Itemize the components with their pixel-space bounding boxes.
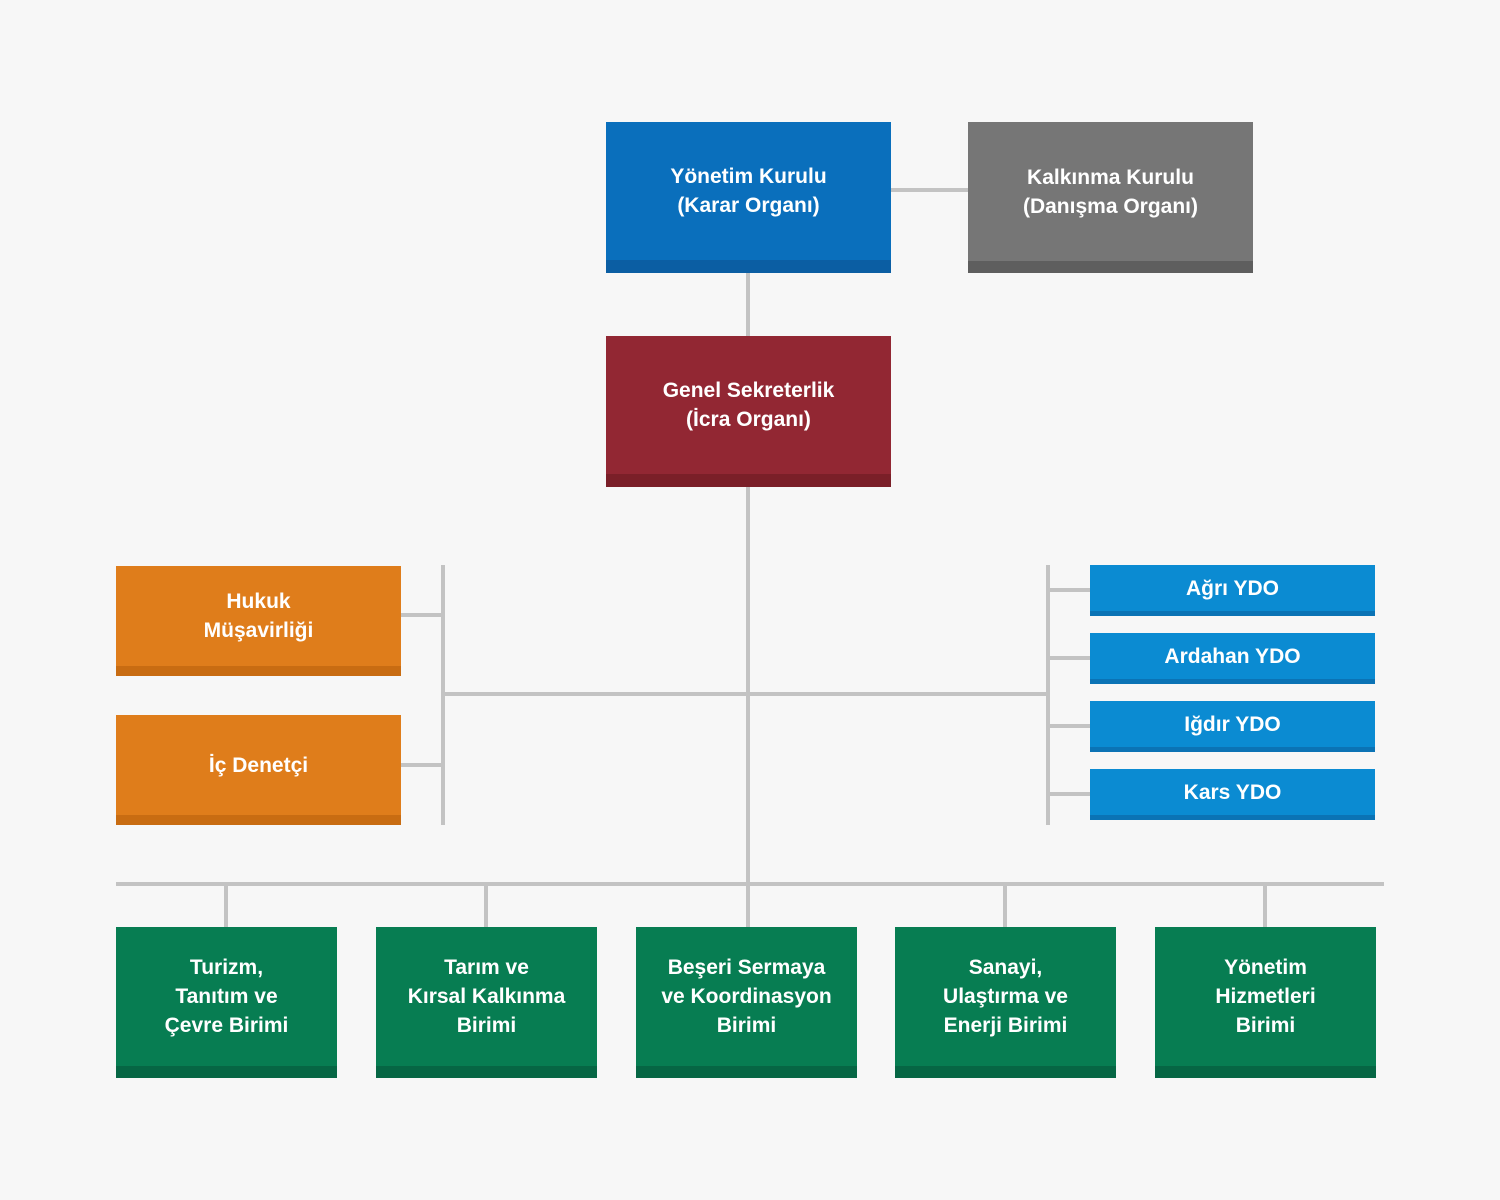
office-label: Kars YDO bbox=[1183, 780, 1282, 804]
unit-box: Yönetim Hizmetleri Birimi bbox=[1155, 927, 1376, 1078]
unit-box: Turizm, Tanıtım ve Çevre Birimi bbox=[116, 927, 337, 1078]
unit-label: Sanayi, Ulaştırma ve Enerji Birimi bbox=[943, 956, 1068, 1037]
secretariat-label: Genel Sekreterlik (İcra Organı) bbox=[662, 379, 835, 431]
connector-office-4 bbox=[1048, 792, 1091, 796]
unit-label: Yönetim Hizmetleri Birimi bbox=[1215, 956, 1316, 1037]
secretariat-box: Genel Sekreterlik (İcra Organı) bbox=[606, 336, 891, 487]
unit-box: Sanayi, Ulaştırma ve Enerji Birimi bbox=[895, 927, 1116, 1078]
unit-label: Tarım ve Kırsal Kalkınma Birimi bbox=[407, 956, 566, 1037]
council-label: Kalkınma Kurulu (Danışma Organı) bbox=[1022, 165, 1199, 218]
connector-legal bbox=[400, 613, 443, 617]
connector-board-council bbox=[890, 188, 968, 192]
board-label: Yönetim Kurulu (Karar Organı) bbox=[670, 165, 827, 217]
connector-office-3 bbox=[1048, 724, 1091, 728]
connector-main-vertical bbox=[746, 486, 750, 928]
connector-staff-bracket bbox=[441, 565, 445, 825]
legal-counsel-label: Hukuk Müşavirliği bbox=[203, 590, 314, 642]
connector-unit-4 bbox=[1003, 884, 1007, 928]
legal-counsel-box: Hukuk Müşavirliği bbox=[116, 566, 401, 676]
board-box: Yönetim Kurulu (Karar Organı) bbox=[606, 122, 891, 273]
office-box: Ardahan YDO bbox=[1090, 633, 1375, 684]
office-box: Iğdır YDO bbox=[1090, 701, 1375, 752]
unit-box: Tarım ve Kırsal Kalkınma Birimi bbox=[376, 927, 597, 1078]
connector-unit-3 bbox=[746, 884, 750, 928]
office-label: Ardahan YDO bbox=[1164, 644, 1301, 668]
office-label: Iğdır YDO bbox=[1184, 712, 1281, 736]
connector-board-secretariat bbox=[746, 272, 750, 336]
connector-unit-1 bbox=[224, 884, 228, 928]
internal-auditor-box: İç Denetçi bbox=[116, 715, 401, 825]
connector-unit-5 bbox=[1263, 884, 1267, 928]
office-label: Ağrı YDO bbox=[1186, 576, 1279, 600]
office-box: Ağrı YDO bbox=[1090, 565, 1375, 616]
office-box: Kars YDO bbox=[1090, 769, 1375, 820]
internal-auditor-label: İç Denetçi bbox=[208, 753, 309, 777]
council-box: Kalkınma Kurulu (Danışma Organı) bbox=[968, 122, 1253, 273]
connector-office-2 bbox=[1048, 656, 1091, 660]
connector-offices-bracket bbox=[1046, 565, 1050, 825]
connector-units-horizontal bbox=[116, 882, 1384, 886]
connector-auditor bbox=[400, 763, 443, 767]
connector-office-1 bbox=[1048, 588, 1091, 592]
connector-staff-horizontal bbox=[442, 692, 1050, 696]
connector-unit-2 bbox=[484, 884, 488, 928]
unit-label: Beşeri Sermaya ve Koordinasyon Birimi bbox=[661, 956, 832, 1037]
unit-label: Turizm, Tanıtım ve Çevre Birimi bbox=[164, 956, 289, 1037]
unit-box: Beşeri Sermaya ve Koordinasyon Birimi bbox=[636, 927, 857, 1078]
